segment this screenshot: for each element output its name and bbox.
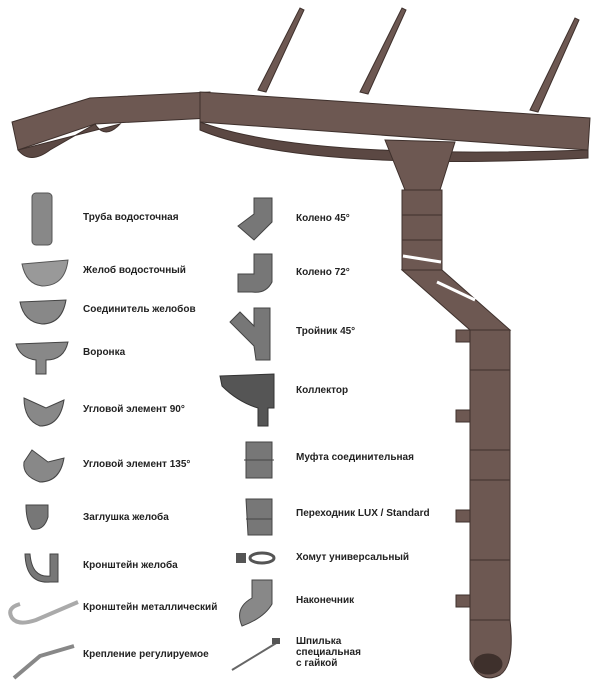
- label-outlet: Наконечник: [296, 595, 355, 606]
- label-downpipe: Труба водосточная: [83, 212, 179, 223]
- label-stud-line-1: Шпилька: [296, 636, 342, 647]
- label-clamp: Хомут универсальный: [296, 552, 410, 563]
- label-coupling: Муфта соединительная: [296, 452, 414, 463]
- gutter-bracket-icon: [24, 553, 59, 583]
- adapter-icon: [245, 498, 273, 536]
- elbow-45-icon: [237, 197, 273, 241]
- label-stud-line-2: специальная: [296, 647, 361, 658]
- stud-icon: [231, 638, 280, 671]
- label-corner-90: Угловой элемент 90°: [83, 404, 185, 415]
- label-gutter-bracket: Кронштейн желоба: [83, 560, 178, 571]
- adjustable-mount-icon: [12, 644, 75, 680]
- collector-icon: [219, 373, 275, 427]
- funnel-icon: [15, 341, 69, 375]
- label-gutter-cap: Заглушка желоба: [83, 512, 169, 523]
- label-tee-45: Тройник 45°: [296, 326, 356, 337]
- label-gutter-connector: Соединитель желобов: [83, 304, 196, 315]
- coupling-icon: [244, 441, 274, 479]
- clamp-icon: [236, 551, 276, 565]
- tee-45-icon: [229, 307, 271, 361]
- corner-90-icon: [23, 397, 65, 427]
- label-stud-line-3: с гайкой: [296, 658, 338, 669]
- label-adjustable-mount: Крепление регулируемое: [83, 649, 209, 660]
- gutter-connector-icon: [19, 299, 67, 325]
- label-elbow-72: Колено 72°: [296, 267, 350, 278]
- downpipe-icon: [31, 192, 53, 246]
- outlet-icon: [239, 579, 273, 627]
- label-gutter: Желоб водосточный: [83, 265, 186, 276]
- label-corner-135: Угловой элемент 135°: [83, 459, 191, 470]
- label-stud: Шпилька специальная с гайкой: [296, 636, 361, 669]
- label-adapter: Переходник LUX / Standard: [296, 508, 430, 519]
- label-funnel: Воронка: [83, 347, 126, 358]
- gutter-icon: [21, 259, 69, 287]
- label-elbow-45: Колено 45°: [296, 213, 350, 224]
- elbow-72-icon: [237, 253, 273, 293]
- corner-135-icon: [23, 449, 65, 483]
- label-metal-bracket: Кронштейн металлический: [83, 602, 218, 613]
- metal-bracket-icon: [8, 600, 79, 625]
- label-collector: Коллектор: [296, 385, 349, 396]
- gutter-cap-icon: [25, 504, 49, 530]
